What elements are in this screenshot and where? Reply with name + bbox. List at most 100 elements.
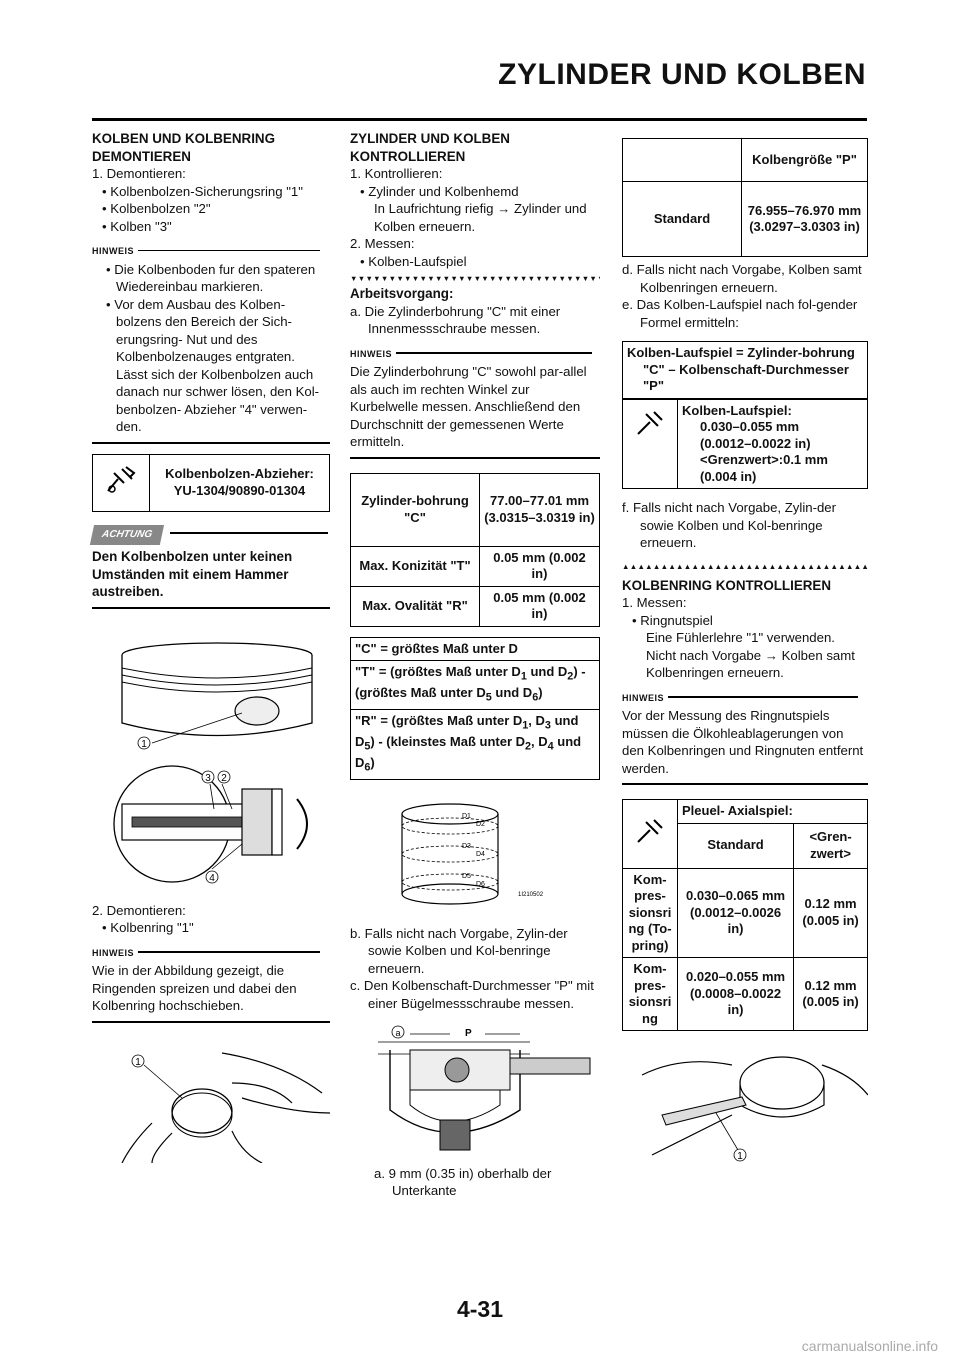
dimension-label: P [465, 1028, 472, 1039]
note-end-rule [622, 783, 868, 785]
formula-text: und D [526, 664, 568, 679]
list-item: • Kolbenbolzen "2" [102, 201, 211, 216]
step-e: e. Das Kolben-Laufspiel nach fol-gender … [622, 297, 858, 330]
table-row: Kolben-Laufspiel = Zylinder-bohrung "C" … [622, 341, 868, 399]
ring-clearance-table: Pleuel- Axialspiel: Standard <Gren-zwert… [622, 799, 868, 1031]
table-cell: Max. Konizität "T" [350, 545, 480, 587]
achtung-header: ACHTUNG [89, 524, 330, 544]
table-cell: 0.12 mm (0.005 in) [793, 957, 868, 1031]
cylinder-figure: D1 D2 D3 D4 D5 D6 1I210502 [401, 803, 544, 906]
note-rule [396, 352, 593, 354]
formula-text: und D [355, 734, 582, 771]
table-cell: Kolben-Laufspiel: 0.030–0.055 mm (0.0012… [677, 398, 868, 489]
note-rule [138, 951, 321, 953]
step-1: 1. Messen: [622, 595, 687, 610]
achtung-end-rule [92, 606, 330, 609]
wrench-icon [622, 799, 678, 869]
section-heading: ZYLINDER UND KOLBEN KONTROLLIEREN [350, 131, 510, 164]
wrench-icon [622, 398, 678, 489]
formula-text: "T" = (größtes Maß unter D [355, 664, 521, 679]
callout: 1 [737, 1151, 743, 1162]
table-cell: "R" = (größtes Maß unter D1, D3 und D5) … [350, 709, 600, 781]
table-cell: Standard [676, 822, 795, 869]
watermark: carmanualsonline.info [801, 1338, 938, 1354]
formula-text: ) - (kleinstes Maß unter D [370, 734, 525, 750]
table-row: Max. Konizität "T" 0.05 mm (0.002 in) [350, 545, 600, 587]
note-rule [138, 249, 321, 252]
spec-line: 0.030–0.055 mm [700, 419, 800, 434]
note-text: Die Zylinderbohrung "C" sowohl par-allel… [350, 364, 587, 449]
table-cell: Zylinder-bohrung "C" [350, 472, 480, 547]
spec-title: Kolben-Laufspiel: [682, 402, 792, 418]
puller-figure: 3 2 4 [113, 765, 308, 884]
note-end-rule [350, 456, 600, 459]
step-2: 2. Demontieren: [92, 902, 186, 918]
list-item: • Kolben "3" [102, 218, 172, 234]
callout: 3 [205, 773, 211, 784]
table-row: Kolbengröße "P" [622, 138, 868, 182]
micrometer-figure: a P [378, 1026, 591, 1151]
piston-size-table: Kolbengröße "P" Standard 76.955–76.970 m… [622, 138, 868, 257]
d-label: D2 [476, 821, 485, 828]
page-title: ZYLINDER UND KOLBEN [498, 58, 866, 91]
step-1: 1. Demontieren: [92, 166, 186, 181]
table-cell: "C" = größtes Maß unter D [350, 636, 600, 661]
note-header: HINWEIS [92, 943, 330, 963]
table-row: Kom-pres-sionsri ng (To-pring) 0.030–0.0… [622, 867, 868, 958]
section-heading: KOLBEN UND KOLBENRING DEMONTIEREN [92, 131, 276, 164]
step-2: 2. Messen: [350, 236, 415, 251]
callout: 2 [221, 773, 227, 784]
table-cell: Standard [622, 181, 742, 257]
table-row: "R" = (größtes Maß unter D1, D3 und D5) … [350, 709, 600, 781]
formula-table: "C" = größtes Maß unter D "T" = (größtes… [350, 636, 600, 781]
table-row: Max. Ovalität "R" 0.05 mm (0.002 in) [350, 585, 600, 627]
column-3: Kolbengröße "P" Standard 76.955–76.970 m… [622, 138, 869, 1180]
note-end-rule [92, 441, 330, 444]
spec-line: (0.004 in) [700, 468, 757, 484]
header-rule [92, 118, 867, 121]
subscript: 4 [547, 740, 554, 753]
subscript: 1 [522, 719, 529, 732]
table-cell: 0.05 mm (0.002 in) [479, 585, 600, 627]
table-cell: 77.00–77.01 mm (3.0315–3.0319 in) [479, 472, 600, 547]
table-cell: Kom-pres-sionsri ng [622, 957, 678, 1031]
note-label: HINWEIS [92, 246, 135, 256]
cylinder-spec-table: Zylinder-bohrung "C" 77.00–77.01 mm (3.0… [350, 472, 600, 627]
table-cell: "T" = (größtes Maß unter D1 und D2) - (g… [350, 659, 600, 711]
formula-text: ) [538, 685, 543, 701]
note-end-rule [92, 1020, 330, 1023]
subscript: 5 [364, 740, 371, 753]
table-row: Standard 76.955–76.970 mm (3.0297–3.0303… [622, 181, 868, 257]
achtung-rule [170, 532, 328, 534]
note-label: HINWEIS [350, 348, 393, 359]
note-rule [668, 696, 859, 698]
note-text: Wie in der Abbildung gezeigt, die Ringen… [92, 963, 297, 1013]
note-item: • Vor dem Ausbau des Kolben-bolzens den … [106, 296, 320, 435]
table-cell: <Gren-zwert> [793, 822, 868, 869]
ring-removal-figure: 1 [121, 1051, 331, 1164]
table-cell: 0.020–0.055 mm (0.0008–0.0022 in) [676, 957, 795, 1031]
d-label: D1 [462, 813, 471, 820]
d-label: D5 [462, 873, 471, 880]
formula-text: , D [531, 734, 548, 750]
wrench-icon [92, 453, 150, 512]
table-row: "T" = (größtes Maß unter D1 und D2) - (g… [350, 659, 600, 711]
table-cell: 0.030–0.065 mm (0.0012–0.0026 in) [676, 867, 795, 958]
section-heading: KOLBENRING KONTROLLIEREN [622, 577, 832, 593]
tool-cell: Kolbenbolzen-Abzieher: YU-1304/90890-013… [149, 453, 330, 512]
page-number: 4-31 [456, 1296, 504, 1322]
formula-box: Kolben-Laufspiel = Zylinder-bohrung "C" … [622, 341, 868, 399]
column-1: KOLBEN UND KOLBENRING DEMONTIEREN 1. Dem… [89, 130, 331, 1167]
step-d: d. Falls nicht nach Vorgabe, Kolben samt… [622, 262, 862, 295]
table-row: Standard <Gren-zwert> [623, 822, 868, 869]
subscript: 5 [485, 691, 492, 704]
figure-code: 1I210502 [518, 892, 544, 898]
step-b: b. Falls nicht nach Vorgabe, Zylin-der s… [350, 925, 568, 976]
d-label: D6 [476, 881, 485, 888]
clearance-table: Kolben-Laufspiel: 0.030–0.055 mm (0.0012… [622, 398, 868, 490]
table-cell: Kom-pres-sionsri ng (To-pring) [622, 867, 678, 958]
table-cell: Max. Ovalität "R" [350, 585, 480, 627]
list-item: • Kolbenbolzen-Sicherungsring "1" [102, 183, 303, 199]
feeler-gauge-figure: 1 [641, 1056, 869, 1162]
step-a: a. Die Zylinderbohrung "C" mit einer Inn… [350, 303, 561, 337]
